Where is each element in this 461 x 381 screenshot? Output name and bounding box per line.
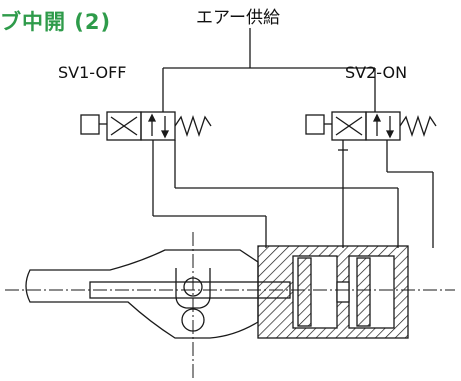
sv1-label: SV1-OFF xyxy=(58,63,127,82)
sv2-label: SV2-ON xyxy=(345,63,408,82)
solenoid-valve-sv2 xyxy=(305,111,437,151)
cylinder xyxy=(257,245,409,339)
section-heading: ブ中開 (2) xyxy=(0,10,112,34)
solenoid-valve-sv1 xyxy=(80,111,212,141)
cylinder-piping xyxy=(152,140,434,248)
air-supply-label: エアー供給 xyxy=(196,8,280,28)
valve-body xyxy=(25,249,291,339)
air-supply-piping xyxy=(162,28,376,112)
center-lines xyxy=(5,232,455,378)
